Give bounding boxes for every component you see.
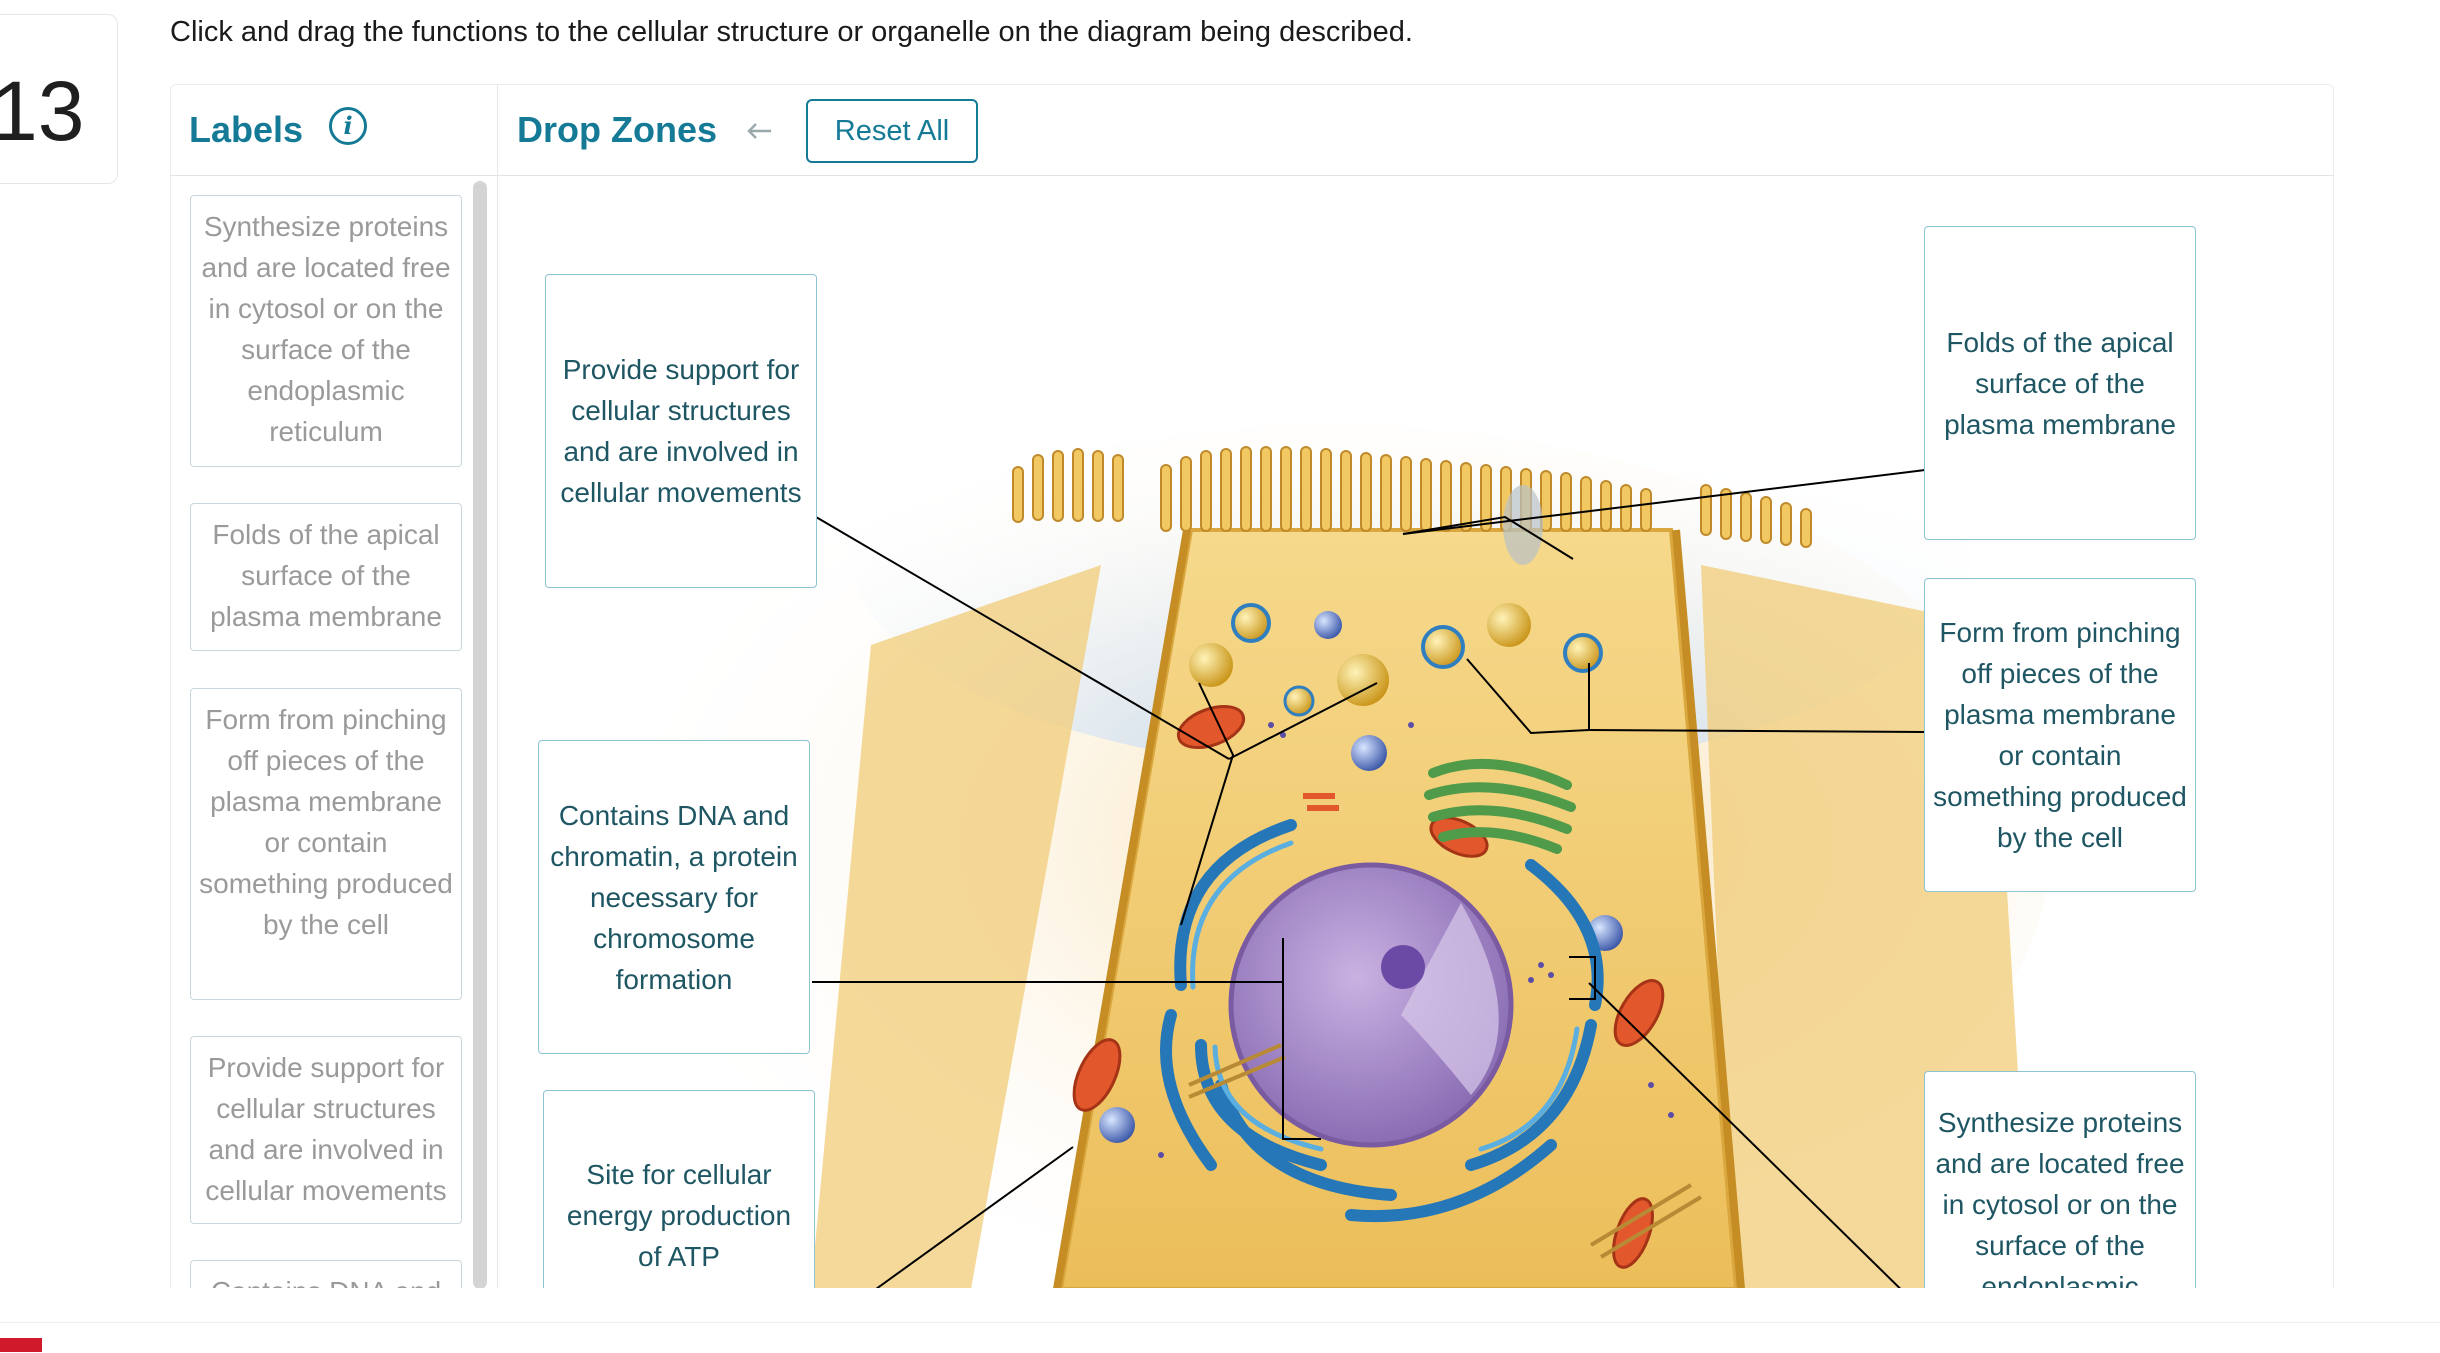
question-number: 13 xyxy=(0,64,85,158)
drop-zones-title: Drop Zones xyxy=(517,109,718,150)
label-card[interactable]: Folds of the apical surface of the plasm… xyxy=(190,503,462,651)
drop-zone-text: Form from pinching off pieces of the pla… xyxy=(1933,617,2187,853)
drop-zone-text: Provide support for cellular structures … xyxy=(560,354,802,508)
drop-zone-microvilli[interactable]: Folds of the apical surface of the plasm… xyxy=(1924,226,2196,540)
drop-zone-nucleus[interactable]: Contains DNA and chromatin, a protein ne… xyxy=(538,740,810,1054)
bottom-bar xyxy=(0,1322,2440,1353)
drop-zone-vesicles[interactable]: Form from pinching off pieces of the pla… xyxy=(1924,578,2196,892)
reset-all-button[interactable]: Reset All xyxy=(806,99,978,163)
drop-zone-cytoskeleton[interactable]: Provide support for cellular structures … xyxy=(545,274,817,588)
drop-zone-text: Contains DNA and chromatin, a protein ne… xyxy=(550,799,798,995)
question-number-card: 13 xyxy=(0,14,118,184)
labels-title: Labels xyxy=(189,109,304,150)
column-divider xyxy=(497,85,498,1288)
question-prompt: Click and drag the functions to the cell… xyxy=(170,16,1413,48)
drop-zone-text: Folds of the apical surface of the plasm… xyxy=(1944,326,2176,440)
label-card[interactable]: Form from pinching off pieces of the pla… xyxy=(190,688,462,1000)
drop-zone-mitochondria[interactable]: Site for cellular energy production of A… xyxy=(543,1090,815,1288)
undo-arrow-icon[interactable] xyxy=(743,115,777,149)
info-icon[interactable]: i xyxy=(329,107,367,145)
drop-zone-text: Site for cellular energy production of A… xyxy=(566,1158,792,1272)
label-card[interactable]: Provide support for cellular structures … xyxy=(190,1036,462,1224)
header-divider xyxy=(171,175,2333,176)
label-card[interactable]: Synthesize proteins and are located free… xyxy=(190,195,462,467)
drag-drop-panel: Labels i Drop Zones Reset All Synthesize… xyxy=(170,84,2334,1288)
label-bank-scrollbar[interactable] xyxy=(473,181,487,1288)
cell-diagram xyxy=(611,335,2051,1288)
drop-zone-ribosomes[interactable]: Synthesize proteins and are located free… xyxy=(1924,1071,2196,1288)
brand-mark xyxy=(0,1338,42,1352)
drop-zone-text: Synthesize proteins and are located free… xyxy=(1935,1107,2185,1288)
label-card[interactable]: Contains DNA and xyxy=(190,1260,462,1288)
